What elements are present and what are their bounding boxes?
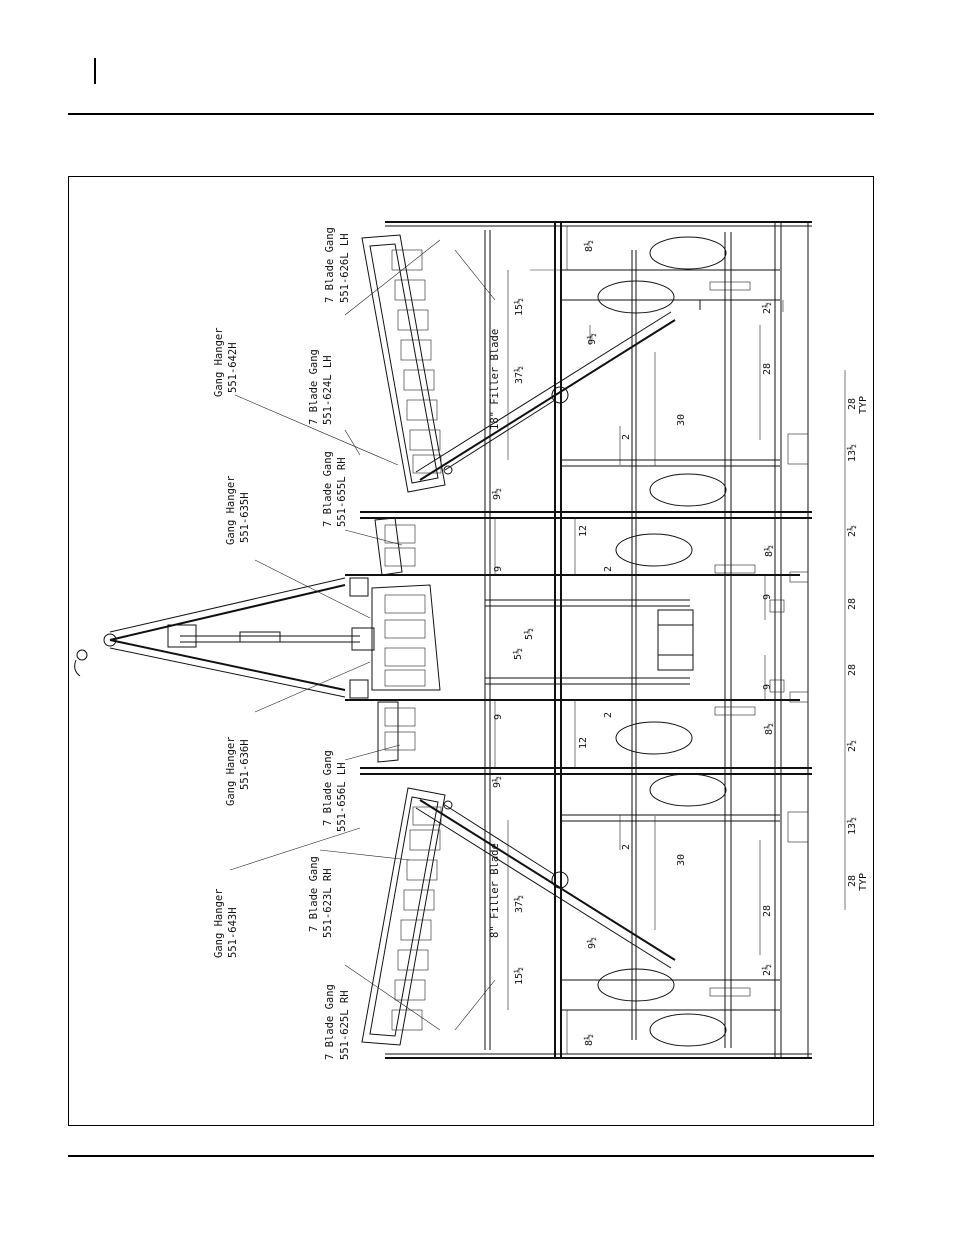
dim-label: 9½	[491, 776, 503, 788]
hanger-642-line2: 551-642H	[227, 342, 239, 393]
dim-label: 8½	[583, 240, 595, 252]
dim-label: 30	[676, 414, 687, 426]
dim-label: 9½	[586, 333, 598, 345]
dim-label: 12	[578, 737, 589, 749]
dim-label: 5½	[523, 628, 535, 640]
dim-label: 2	[603, 712, 614, 718]
dim-label: 9½	[491, 488, 503, 500]
footer-rule	[68, 1155, 874, 1157]
hanger-635-line2: 551-635H	[239, 492, 251, 543]
gang-623-line2: 551-623L RH	[322, 868, 334, 938]
dimension-labels: 8½ 15½ 9½ 37½ 2½ 28 30 2 28 TYP 13½ 9½ 1…	[491, 240, 869, 1046]
gang-625-line2: 551-625L RH	[339, 990, 351, 1060]
dim-label: 30	[676, 854, 687, 866]
dim-label: 2½	[761, 302, 773, 314]
dim-label: 9½	[586, 937, 598, 949]
header-tick	[94, 58, 96, 84]
gang-625-line1: 7 Blade Gang	[324, 984, 336, 1060]
gang-626-line2: 551-626L LH	[339, 233, 351, 303]
leader-lines	[229, 239, 496, 1031]
gauge-wheels	[597, 236, 727, 1047]
gang-623-line1: 7 Blade Gang	[308, 856, 320, 932]
dim-label: 9	[762, 594, 773, 600]
dim-label: 8½	[763, 545, 775, 557]
dim-label: 2½	[846, 740, 858, 752]
dim-label: 2	[621, 434, 632, 440]
dim-label: 37½	[513, 366, 525, 384]
dim-label: 28	[847, 598, 858, 610]
gang-624-line2: 551-624L LH	[322, 355, 334, 425]
hanger-635-line1: Gang Hanger	[225, 475, 237, 545]
hanger-642-line1: Gang Hanger	[213, 327, 225, 397]
dim-label: 28	[762, 363, 773, 375]
dim-label: 37½	[513, 895, 525, 913]
gang-656-line2: 551-656L LH	[336, 762, 348, 832]
drawing-frame	[68, 176, 874, 1126]
gang-656-line1: 7 Blade Gang	[322, 750, 334, 826]
dim-label: 13½	[846, 444, 858, 462]
dim-label: 15½	[513, 298, 525, 316]
dim-label: TYP	[858, 396, 869, 414]
gang-624-line1: 7 Blade Gang	[308, 349, 320, 425]
dim-label: 9	[493, 566, 504, 572]
dim-label: 2½	[761, 964, 773, 976]
hanger-636-line2: 551-636H	[239, 739, 251, 790]
dim-label: 2	[603, 566, 614, 572]
gang-626-line1: 7 Blade Gang	[324, 227, 336, 303]
filler-blade-bottom: 8" Filler Blade	[489, 843, 501, 938]
dim-label: 5½	[512, 648, 524, 660]
dim-label: 13½	[846, 817, 858, 835]
shanks	[709, 281, 809, 997]
dim-label: 8½	[763, 723, 775, 735]
main-frame	[345, 221, 812, 1059]
header-rule	[68, 113, 874, 115]
dim-label: 2½	[846, 525, 858, 537]
dim-label: 9	[762, 684, 773, 690]
hanger-643-line1: Gang Hanger	[213, 888, 225, 958]
dim-label: 2	[621, 844, 632, 850]
hitch-tongue	[74, 577, 375, 699]
dim-label: 28	[847, 664, 858, 676]
hanger-643-line2: 551-643H	[227, 907, 239, 958]
dim-label: 28	[847, 398, 858, 410]
dim-label: 15½	[513, 967, 525, 985]
part-labels: 7 Blade Gang 551-626L LH Gang Hanger 551…	[213, 227, 501, 1060]
gang-655-line2: 551-655L RH	[336, 457, 348, 527]
disc-gangs	[361, 234, 446, 1046]
dimension-lines	[494, 226, 846, 1054]
dim-label: 8½	[583, 1034, 595, 1046]
hanger-636-line1: Gang Hanger	[225, 736, 237, 806]
gang-655-line1: 7 Blade Gang	[322, 451, 334, 527]
dim-label: 12	[578, 525, 589, 537]
filler-blade-top: 18" Filler Blade	[489, 329, 501, 430]
dim-label: TYP	[858, 873, 869, 891]
dim-label: 28	[762, 905, 773, 917]
dim-label: 9	[493, 714, 504, 720]
dim-label: 28	[847, 875, 858, 887]
